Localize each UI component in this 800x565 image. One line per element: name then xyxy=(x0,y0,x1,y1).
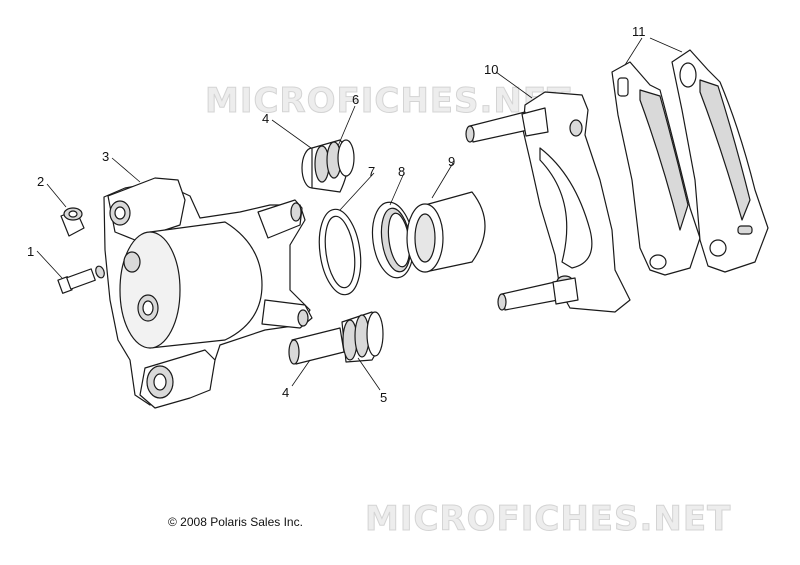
part-6-boot-upper xyxy=(301,139,355,193)
leader-lines xyxy=(36,37,683,391)
callout-10: 10 xyxy=(484,62,498,77)
callout-11: 11 xyxy=(632,24,646,39)
part-5-boot-lower xyxy=(341,311,384,363)
callout-7: 7 xyxy=(368,164,375,179)
part-3-caliper-housing xyxy=(103,177,313,409)
part-10-bracket xyxy=(465,91,631,313)
callout-3: 3 xyxy=(102,149,109,164)
part-2-cap xyxy=(60,207,85,237)
callout-1: 1 xyxy=(27,244,34,259)
part-7-seal xyxy=(318,208,362,296)
part-11-pad-front xyxy=(611,61,701,276)
callout-5: 5 xyxy=(380,390,387,405)
part-9-piston xyxy=(406,191,486,273)
part-8-piston-seal xyxy=(371,201,415,279)
part-11-pad-rear xyxy=(671,49,769,273)
part-4-pin-lower xyxy=(288,327,345,365)
callout-4-upper: 4 xyxy=(262,111,269,126)
callout-9: 9 xyxy=(448,154,455,169)
watermark-top: MICROFICHES.NET xyxy=(205,81,571,121)
watermark-bottom: MICROFICHES.NET xyxy=(365,499,731,539)
callout-4-lower: 4 xyxy=(282,385,289,400)
copyright-text: © 2008 Polaris Sales Inc. xyxy=(168,515,303,529)
callout-8: 8 xyxy=(398,164,405,179)
callout-6: 6 xyxy=(352,92,359,107)
part-1-bleeder-screw xyxy=(57,265,105,294)
callout-2: 2 xyxy=(37,174,44,189)
